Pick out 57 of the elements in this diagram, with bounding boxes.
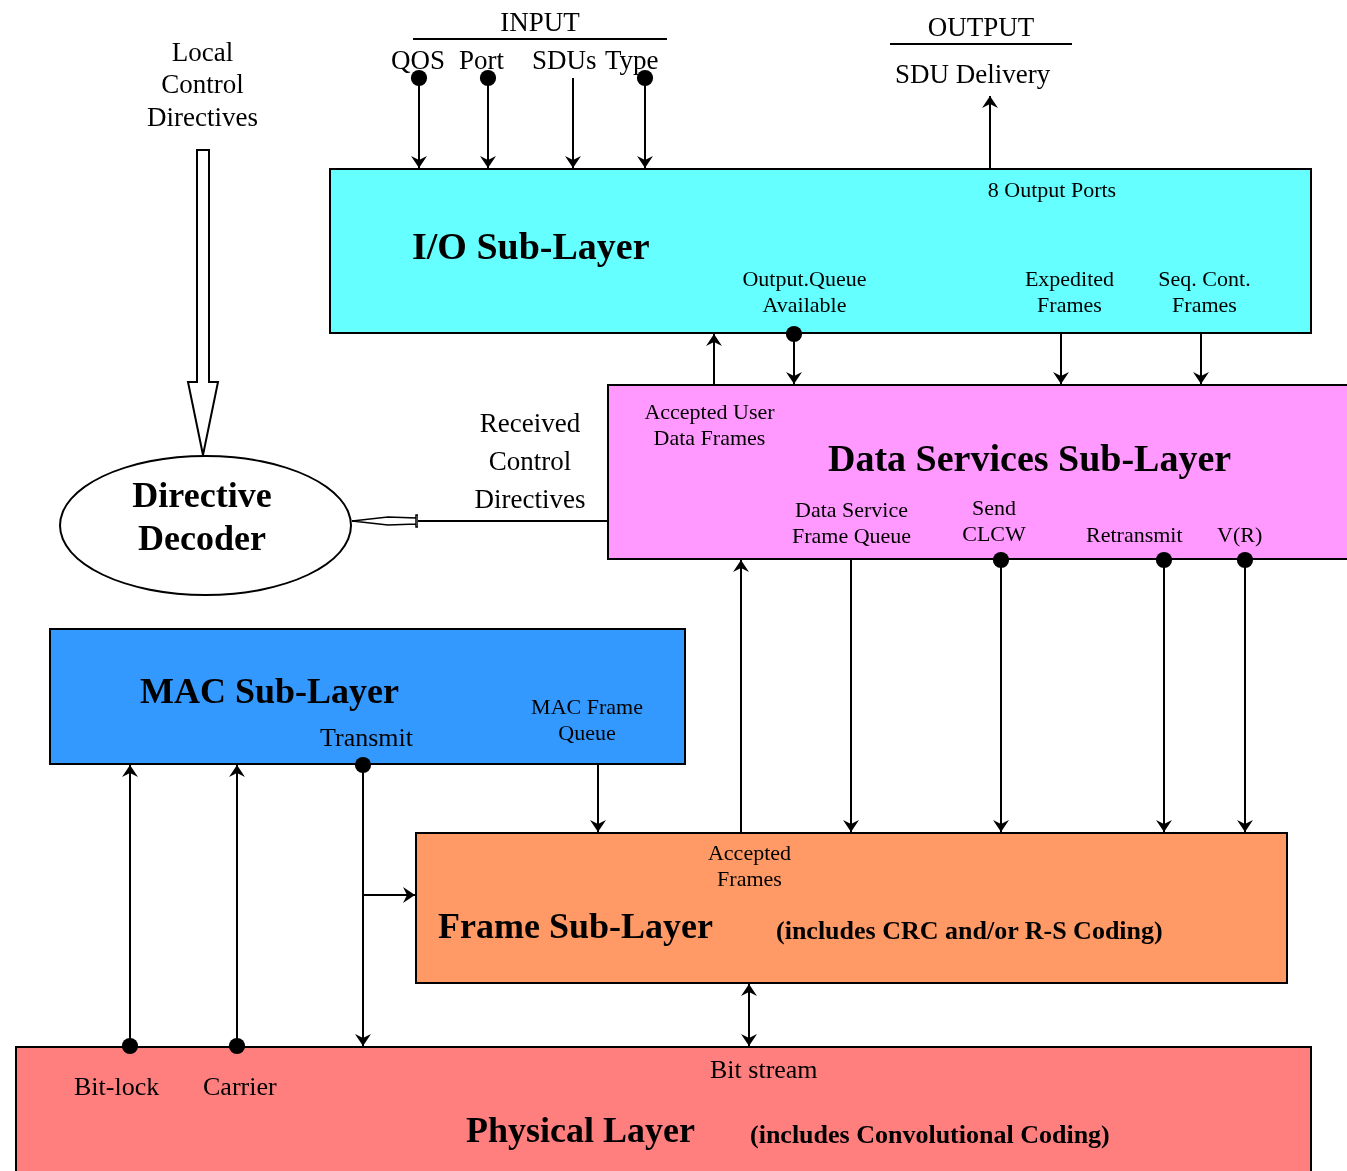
edge-label: Received Control Directives [473, 407, 587, 516]
signal-label: Port [459, 44, 505, 77]
group-heading: INPUT [413, 6, 667, 40]
sub-layer-box [607, 384, 1347, 560]
arrow [228, 764, 246, 1055]
layer-title: Physical Layer [466, 1109, 696, 1152]
layer-title: (includes CRC and/or R-S Coding) [776, 915, 1164, 947]
signal-label: SDUs [532, 44, 598, 77]
sub-layer-box [415, 832, 1288, 984]
arrow [1193, 333, 1209, 385]
port-label: Expedited Frames [1023, 266, 1116, 319]
layer-title: Data Services Sub-Layer [828, 436, 1233, 481]
arrow [843, 559, 859, 833]
port-label: 8 Output Ports [986, 177, 1118, 204]
arrow [733, 559, 749, 833]
port-label: Send CLCW [961, 495, 1027, 548]
arrow [706, 333, 722, 385]
signal-label: QOS [391, 44, 446, 77]
arrow [410, 69, 428, 169]
port-label: Retransmit [1086, 522, 1184, 549]
sub-layer-box [49, 628, 686, 765]
layer-title: (includes Convolutional Coding) [750, 1119, 1111, 1151]
layer-title: Frame Sub-Layer [438, 905, 714, 948]
arrow [590, 764, 606, 833]
port-label: MAC Frame Queue [530, 694, 644, 747]
layer-title: Directive Decoder [131, 474, 273, 561]
signal-label: Local Control Directives [146, 36, 259, 134]
port-label: Carrier [203, 1071, 278, 1103]
layer-title: I/O Sub-Layer [412, 224, 651, 269]
port-label: V(R) [1217, 522, 1264, 549]
arrow [479, 69, 497, 169]
port-label: Bit stream [710, 1054, 819, 1086]
group-heading: OUTPUT [890, 11, 1072, 45]
signal-label: SDU Delivery [895, 58, 1052, 91]
sub-layer-box [329, 168, 1312, 334]
port-label: Accepted Frames [706, 840, 793, 893]
hollow-arrow [186, 149, 220, 456]
arrow [565, 77, 581, 169]
port-label: Bit-lock [74, 1071, 161, 1103]
arrow [741, 983, 757, 1047]
signal-label: Type [605, 44, 660, 77]
port-label: Seq. Cont. Frames [1157, 266, 1252, 319]
arrow [1236, 551, 1254, 833]
arrow [982, 95, 998, 169]
layer-box [15, 1046, 1312, 1171]
arrow [992, 551, 1010, 833]
port-label: Accepted User Data Frames [643, 399, 776, 452]
arrow [1155, 551, 1173, 833]
arrow [354, 756, 372, 1047]
arrow [636, 69, 654, 169]
port-label: Data Service Frame Queue [790, 497, 913, 550]
layer-title: MAC Sub-Layer [140, 670, 400, 713]
arrow [785, 325, 803, 385]
port-label: Output.Queue Available [741, 266, 868, 319]
arrow [1053, 333, 1069, 385]
port-label: Transmit [320, 722, 414, 754]
arrow [121, 764, 139, 1055]
